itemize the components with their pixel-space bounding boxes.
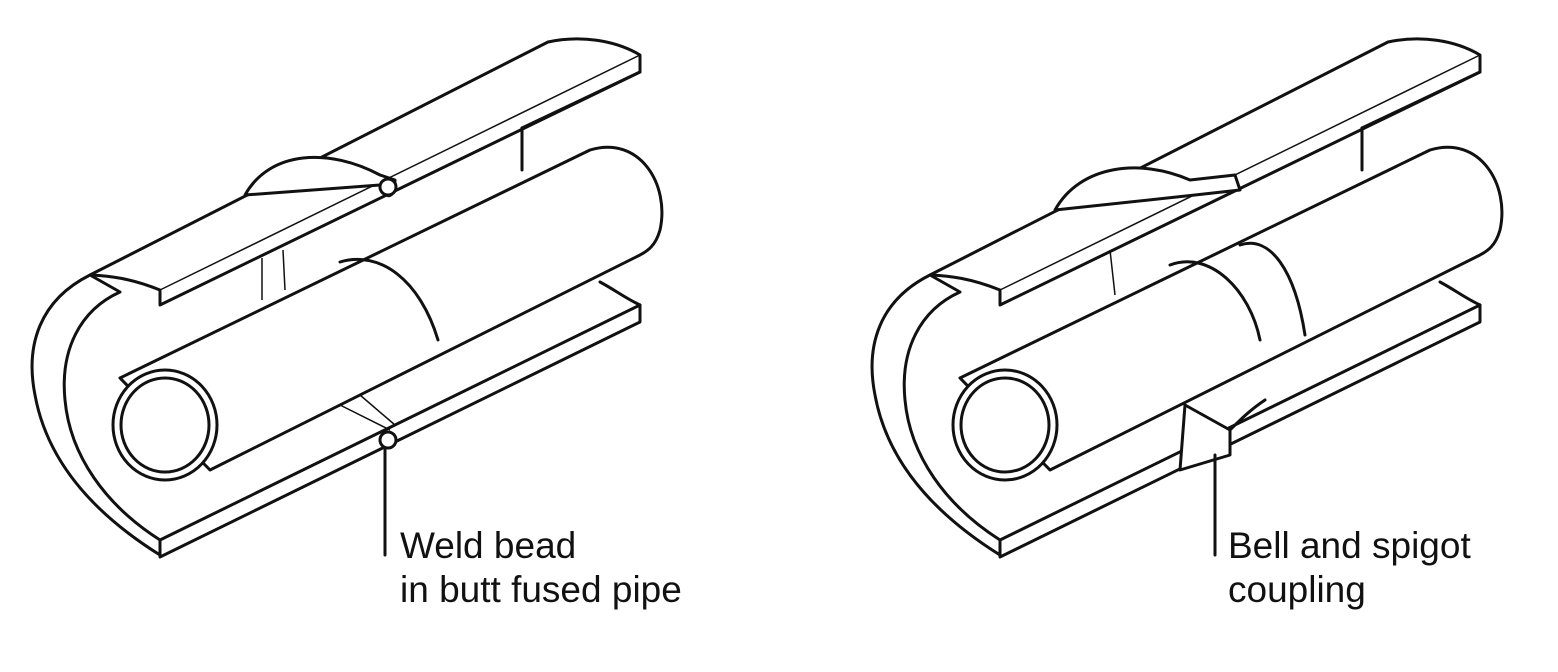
- butt-fused-pipe-drawing: [30, 37, 664, 559]
- bell-spigot-pipe-drawing: [870, 37, 1504, 559]
- label-line: Bell and spigot: [1228, 525, 1471, 566]
- label-line: in butt fused pipe: [400, 569, 682, 610]
- bell-spigot-label: Bell and spigot coupling: [1228, 524, 1471, 612]
- weld-bead-label: Weld bead in butt fused pipe: [400, 524, 682, 612]
- weld-bead-bottom: [378, 430, 398, 450]
- label-line: Weld bead: [400, 525, 577, 566]
- weld-bead-top: [378, 177, 398, 197]
- label-line: coupling: [1228, 569, 1366, 610]
